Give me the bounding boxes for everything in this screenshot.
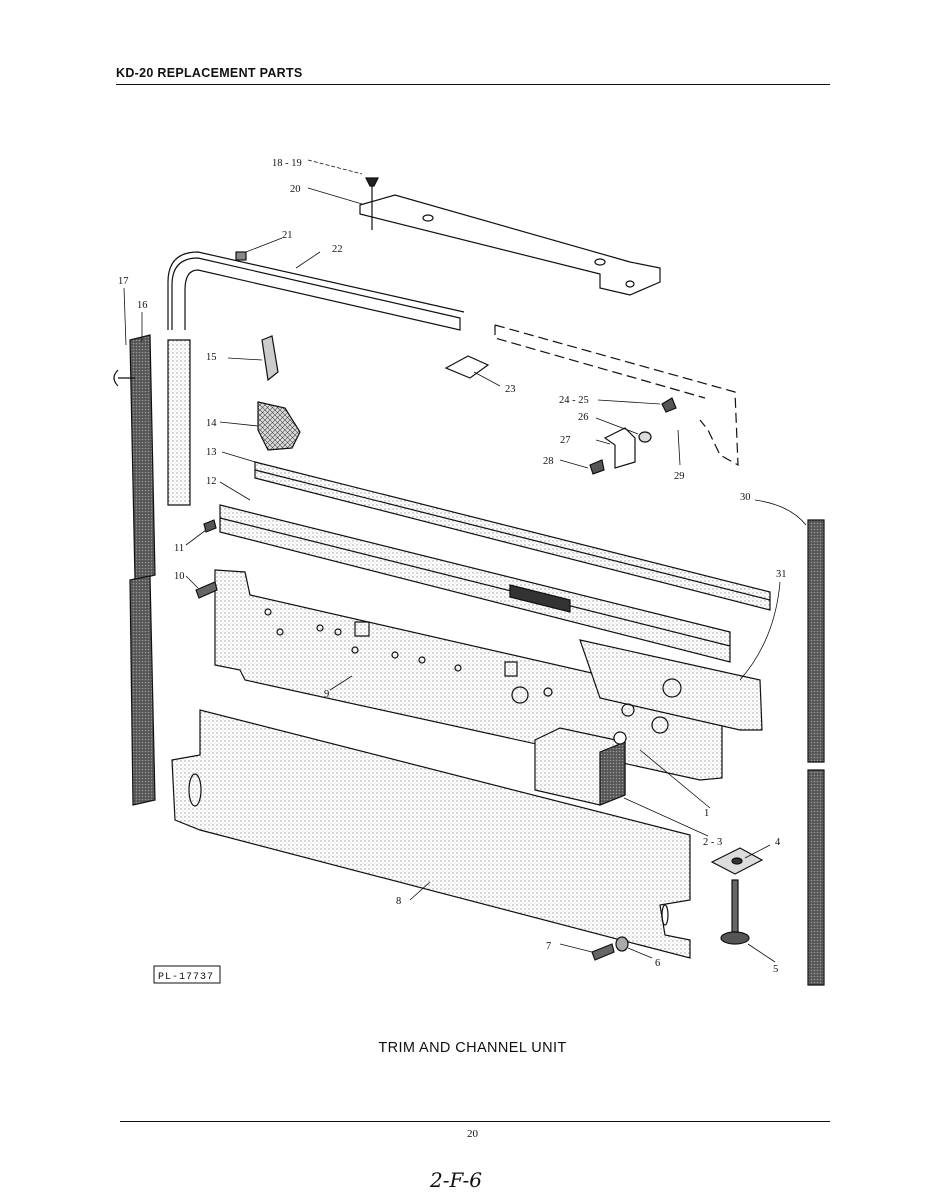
callout-16: 16 (137, 300, 148, 311)
callout-14: 14 (206, 418, 217, 429)
page-header: KD-20 REPLACEMENT PARTS (116, 66, 303, 80)
callout-17: 17 (118, 276, 129, 287)
top-bracket-part (359, 186, 661, 296)
callout-31: 31 (776, 569, 787, 580)
callout-5: 5 (773, 964, 778, 975)
grille-14-part (257, 401, 301, 451)
callout-20: 20 (290, 184, 301, 195)
reference-code-box (153, 965, 221, 984)
handwritten-note: 2-F-6 (430, 1168, 482, 1192)
callout-12: 12 (206, 476, 217, 487)
left-vertical-trim-part (113, 334, 156, 806)
callout-23: 23 (505, 384, 516, 395)
callout-6: 6 (655, 958, 660, 969)
callout-26: 26 (578, 412, 589, 423)
callout-4: 4 (775, 837, 781, 848)
leveling-foot-part (710, 847, 764, 945)
callout-30: 30 (740, 492, 751, 503)
screw-7-part (591, 936, 629, 961)
screw-18-19-part (365, 177, 379, 187)
page-number: 20 (467, 1128, 478, 1140)
clip-15-part (261, 335, 279, 382)
channel-13-part (254, 461, 771, 611)
right-vertical-trim-part (807, 519, 825, 986)
callout-22: 22 (332, 244, 343, 255)
callout-2-3: 2 - 3 (703, 837, 722, 848)
control-box-part (534, 727, 627, 806)
control-panel-9-part (214, 569, 763, 781)
footer-rule (120, 1121, 830, 1122)
callout-10: 10 (174, 571, 185, 582)
callout-9: 9 (324, 689, 329, 700)
callout-1: 1 (704, 808, 709, 819)
channel-12-part (219, 504, 731, 663)
curved-trim-rail-part (167, 251, 465, 506)
bracket-27-part (589, 397, 677, 475)
callout-29: 29 (674, 471, 685, 482)
callout-8: 8 (396, 896, 401, 907)
callout-11: 11 (174, 543, 184, 554)
callout-24-25: 24 - 25 (559, 395, 589, 406)
callout-15: 15 (206, 352, 217, 363)
callout-7: 7 (546, 941, 551, 952)
callout-28: 28 (543, 456, 554, 467)
header-rule (116, 84, 830, 85)
callout-13: 13 (206, 447, 217, 458)
lower-trim-panel-8-part (171, 709, 691, 959)
callout-18-19: 18 - 19 (272, 158, 302, 169)
reference-code: PL-17737 (158, 972, 214, 983)
clip-23-part (444, 355, 490, 379)
callout-21: 21 (282, 230, 293, 241)
figure-caption: TRIM AND CHANNEL UNIT (378, 1040, 567, 1056)
callout-27: 27 (560, 435, 571, 446)
